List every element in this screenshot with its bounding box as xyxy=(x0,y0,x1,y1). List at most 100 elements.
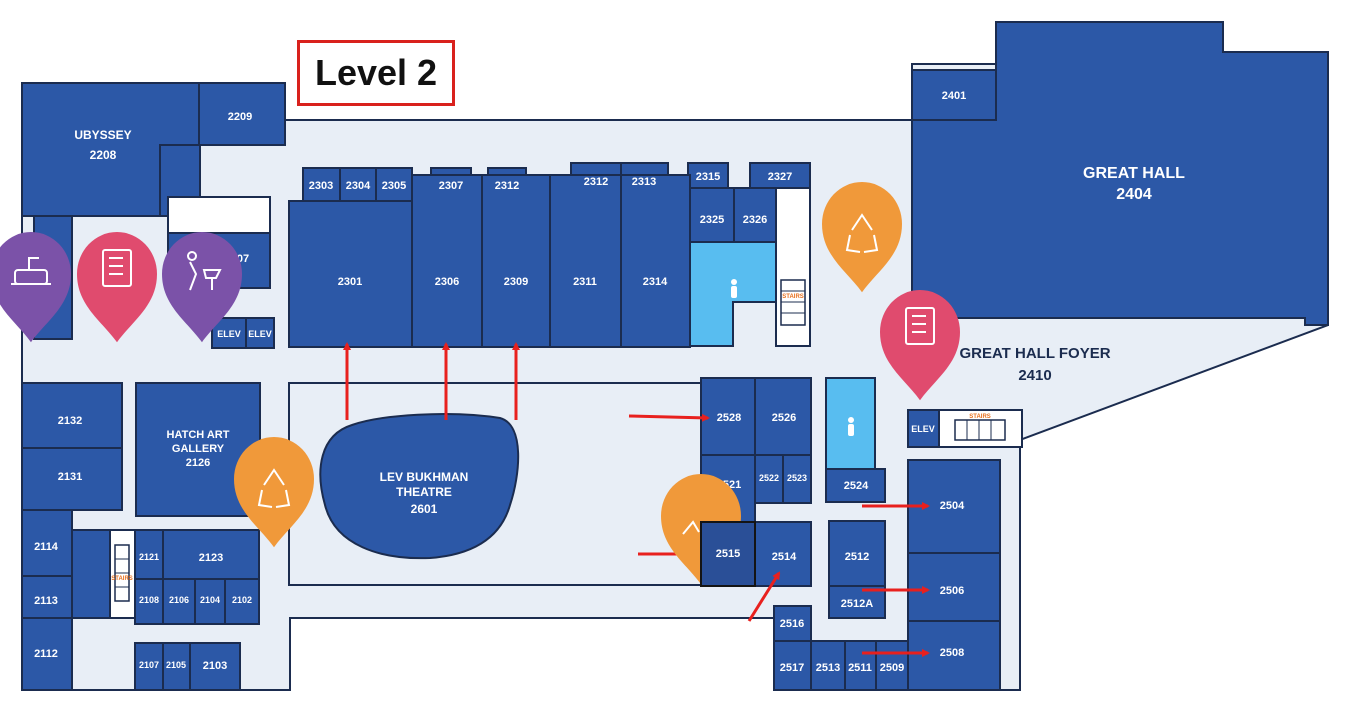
label-foyer-num: 2410 xyxy=(1018,367,1051,384)
vending-pin[interactable] xyxy=(880,290,960,401)
room-2327[interactable] xyxy=(749,162,811,189)
label-2105: 2105 xyxy=(166,660,186,670)
recycle-icon xyxy=(682,520,700,535)
vending-machine-icon xyxy=(102,249,132,287)
label-2511: 2511 xyxy=(848,662,872,674)
room-2326[interactable] xyxy=(733,187,777,243)
label-2113: 2113 xyxy=(34,595,58,607)
room-2516[interactable] xyxy=(773,605,812,642)
room-elev-left2 xyxy=(245,317,275,349)
svg-text:STAIRS: STAIRS xyxy=(782,294,804,300)
label-2517: 2517 xyxy=(780,662,804,674)
label-2313: 2313 xyxy=(632,176,656,188)
label-2303: 2303 xyxy=(309,180,333,192)
room-2526[interactable] xyxy=(754,377,812,456)
arrow-2514 xyxy=(747,571,781,622)
room-2102[interactable] xyxy=(224,578,260,625)
recycle-icon xyxy=(257,468,291,508)
room-2514[interactable] xyxy=(754,521,812,587)
vending-machine-icon xyxy=(905,307,935,345)
washbasin-icon xyxy=(11,257,51,285)
room-2309[interactable] xyxy=(481,174,551,348)
label-ubyssey: UBYSSEY xyxy=(74,128,131,142)
label-2512: 2512 xyxy=(845,551,869,563)
washbasin-pin[interactable] xyxy=(0,232,71,343)
label-2312a: 2312 xyxy=(495,180,519,192)
label-2112: 2112 xyxy=(34,648,58,660)
room-2314[interactable] xyxy=(620,174,691,348)
vending-pin[interactable] xyxy=(77,232,157,343)
label-2301: 2301 xyxy=(338,276,362,288)
label-theatre-1: LEV BUKHMAN xyxy=(380,470,469,484)
washroom-icon xyxy=(731,279,737,298)
room-2209[interactable] xyxy=(198,82,286,146)
label-elev-left-1: ELEV xyxy=(217,329,241,339)
room-2107[interactable] xyxy=(134,642,164,691)
label-ubyssey-num: 2208 xyxy=(90,148,117,162)
svg-text:STAIRS: STAIRS xyxy=(969,414,991,420)
label-great-hall: GREAT HALL xyxy=(1083,165,1185,182)
room-2311[interactable] xyxy=(549,174,622,348)
label-2528: 2528 xyxy=(717,412,741,424)
recycle-icon xyxy=(845,213,879,253)
arrow-2528 xyxy=(628,413,710,422)
label-2522: 2522 xyxy=(759,473,779,483)
label-2516: 2516 xyxy=(780,618,804,630)
room-2106[interactable] xyxy=(162,578,196,625)
label-2309: 2309 xyxy=(504,276,528,288)
room-2103[interactable] xyxy=(189,642,241,691)
svg-text:STAIRS: STAIRS xyxy=(111,576,133,582)
label-2401: 2401 xyxy=(942,90,966,102)
label-2123: 2123 xyxy=(199,552,223,564)
room-2524[interactable] xyxy=(825,468,886,503)
room-white-2207-top xyxy=(167,196,271,234)
recycle-pin[interactable] xyxy=(822,182,902,293)
washroom-2500 xyxy=(825,377,876,470)
room-2123[interactable] xyxy=(162,529,260,580)
room-2517[interactable] xyxy=(773,640,812,691)
stairs-icon: STAIRS xyxy=(954,414,1006,441)
label-2526: 2526 xyxy=(772,412,796,424)
label-2513: 2513 xyxy=(816,662,840,674)
room-lev-bukhman-theatre[interactable] xyxy=(319,413,520,560)
room-2401[interactable] xyxy=(911,69,997,121)
label-2509: 2509 xyxy=(880,662,904,674)
room-2112[interactable] xyxy=(21,617,73,691)
level-label: Level 2 xyxy=(297,40,455,106)
label-2106: 2106 xyxy=(169,595,189,605)
room-2515-overlay xyxy=(700,521,756,587)
label-2304: 2304 xyxy=(346,180,371,192)
room-2132[interactable] xyxy=(21,382,123,449)
label-theatre-num: 2601 xyxy=(411,502,438,516)
label-2209: 2209 xyxy=(228,111,252,123)
label-2307: 2307 xyxy=(439,180,463,192)
room-2528[interactable] xyxy=(700,377,756,456)
label-elev-left-2: ELEV xyxy=(248,329,272,339)
label-2325: 2325 xyxy=(700,214,724,226)
room-2325[interactable] xyxy=(689,187,735,243)
room-2523[interactable] xyxy=(782,454,812,504)
room-2306[interactable] xyxy=(411,174,483,348)
room-2114[interactable] xyxy=(21,509,73,577)
room-great-hall[interactable] xyxy=(911,21,1329,326)
label-hatch-num: 2126 xyxy=(186,457,210,469)
room-2301[interactable] xyxy=(288,200,413,348)
room-2511[interactable] xyxy=(844,640,877,691)
room-2513[interactable] xyxy=(810,640,846,691)
water-fountain-icon xyxy=(187,251,222,291)
label-2512a: 2512A xyxy=(841,598,873,610)
room-2512[interactable] xyxy=(828,520,886,587)
label-2524: 2524 xyxy=(844,480,869,492)
room-2315[interactable] xyxy=(687,162,729,189)
label-2523: 2523 xyxy=(787,473,807,483)
recycle-pin[interactable] xyxy=(234,437,314,548)
room-2104[interactable] xyxy=(194,578,226,625)
label-2514: 2514 xyxy=(772,551,797,563)
label-hatch-1: HATCH ART xyxy=(167,429,230,441)
label-2306: 2306 xyxy=(435,276,459,288)
label-2506: 2506 xyxy=(940,585,964,597)
room-2131[interactable] xyxy=(21,447,123,511)
label-2102: 2102 xyxy=(232,595,252,605)
water-fountain-pin[interactable] xyxy=(162,232,242,343)
